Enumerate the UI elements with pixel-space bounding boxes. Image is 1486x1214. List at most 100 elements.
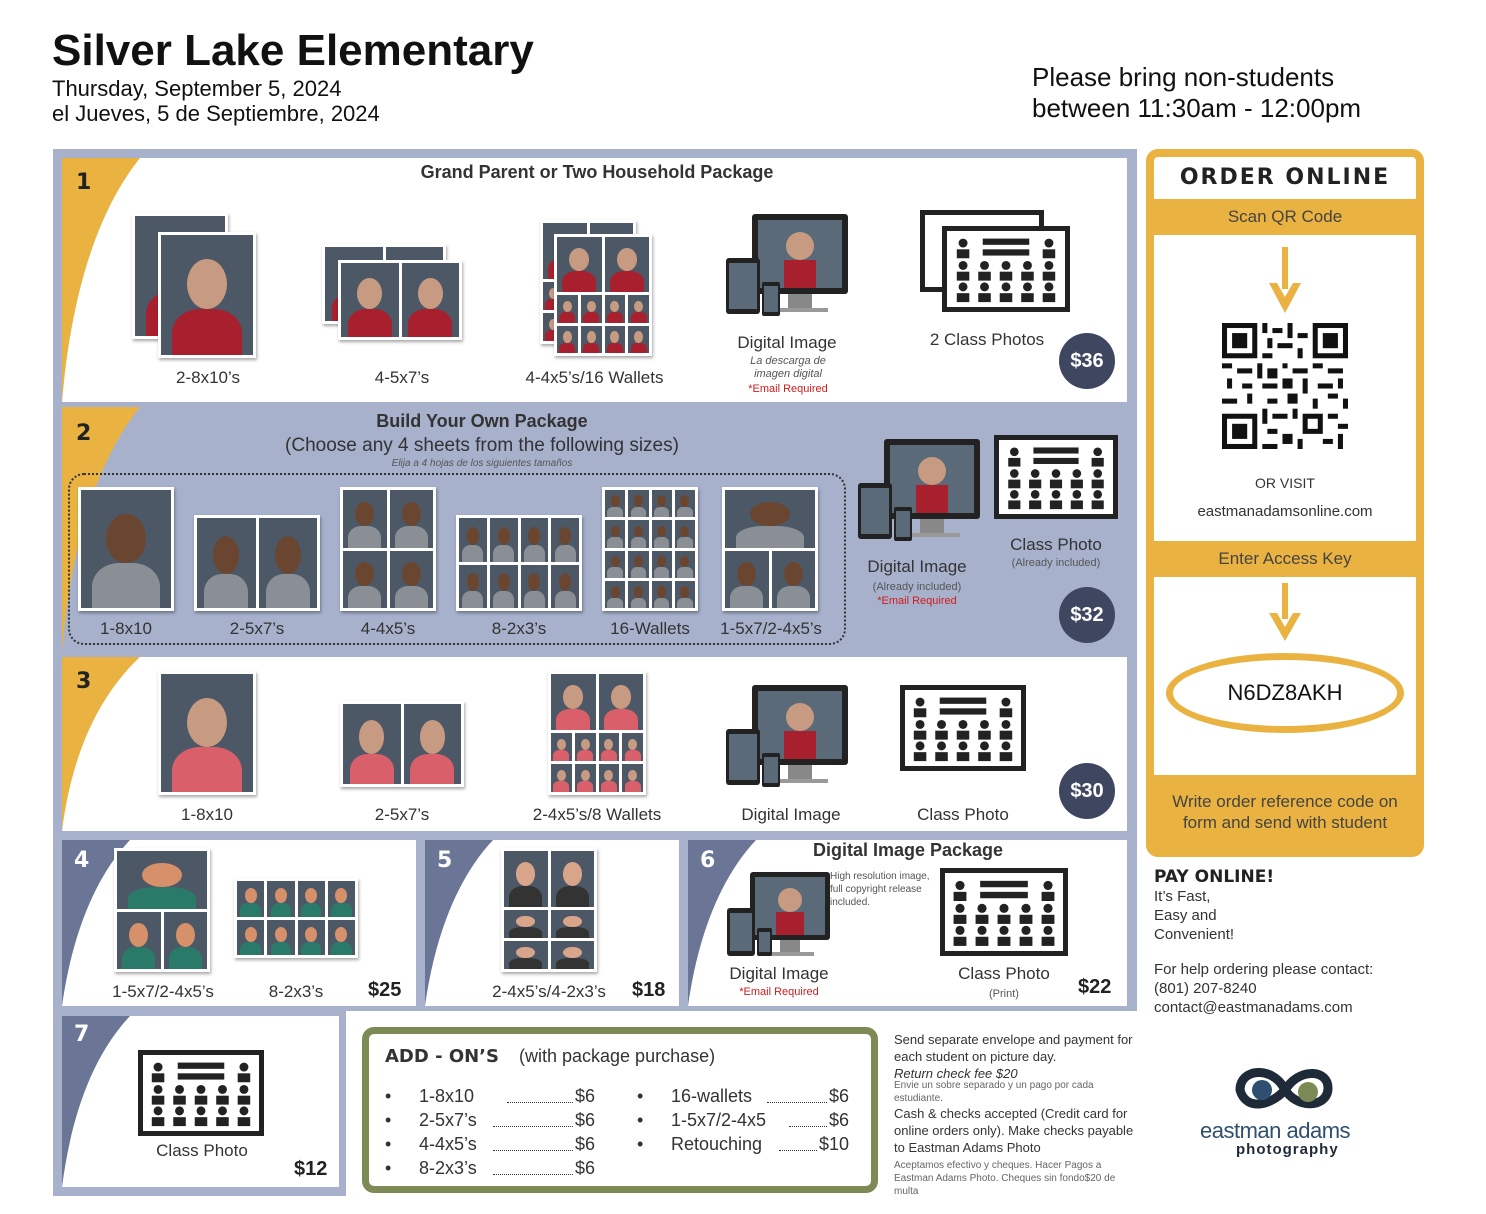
class-included-note: (Already included) <box>1011 557 1101 569</box>
digital-included-note: (Already included) <box>872 581 962 593</box>
photo-5x7-4x5 <box>114 848 210 972</box>
eastman-adams-logo-icon <box>1235 1068 1333 1109</box>
item-caption: Digital Image <box>741 805 841 824</box>
date-english: Thursday, September 5, 2024 <box>52 76 342 101</box>
package-title: Digital Image Package <box>812 840 1004 860</box>
notice-line-2: between 11:30am - 12:00pm <box>1032 93 1362 123</box>
sheet-2x3-photo[interactable] <box>456 515 582 611</box>
sheet-8x10-photo[interactable] <box>78 487 174 611</box>
package-title: Grand Parent or Two Household Package <box>420 162 774 182</box>
addons-box: ADD - ON’S (with package purchase) • 1-8… <box>362 1027 878 1193</box>
help-phone[interactable]: (801) 207-8240 <box>1154 980 1257 997</box>
photo-2x3 <box>234 878 358 958</box>
slate-corner-decoration <box>425 840 493 1006</box>
dot-leader <box>493 1150 573 1151</box>
digital-devices-icon <box>858 439 980 541</box>
digital-caption: Digital Image <box>867 557 967 576</box>
package-title: Build Your Own Package <box>376 411 588 431</box>
package-5[interactable]: 5 2-4x5’s/4-2x3’s $18 <box>425 840 679 1006</box>
package-1[interactable]: 1 Grand Parent or Two Household Package … <box>62 158 1127 402</box>
package-number: 6 <box>700 848 716 873</box>
sheet-5x7-4x5-photo[interactable] <box>722 487 818 611</box>
item-caption: 4-5x7’s <box>374 368 430 387</box>
digital-subtitle: La descarga de imagen digital <box>750 355 826 380</box>
package-number: 4 <box>74 848 90 873</box>
class-photo-icon <box>994 435 1118 519</box>
dot-leader <box>767 1102 827 1103</box>
class-photo-icon <box>900 685 1026 771</box>
bullet: • <box>637 1134 644 1154</box>
bullet: • <box>385 1110 392 1130</box>
package-4[interactable]: 4 1-5x7/2-4x5’s 8-2x3’s $25 <box>62 840 416 1006</box>
addon-item: 8-2x3’s <box>419 1158 477 1178</box>
email-required-note: *Email Required <box>739 986 819 998</box>
pay-line-2: Easy and <box>1154 907 1217 924</box>
package-6[interactable]: 6 Digital Image Package High resolution … <box>688 840 1127 1006</box>
down-arrow-icon <box>1269 247 1301 313</box>
sheet-caption: 2-5x7’s <box>229 619 285 638</box>
notice-line-1: Please bring non-students <box>1032 62 1335 92</box>
sheet-caption: 1-8x10 <box>100 619 152 638</box>
package-7[interactable]: 7 Class Photo $12 <box>62 1016 339 1187</box>
sheet-caption: 4-4x5’s <box>360 619 416 638</box>
digital-devices-icon <box>727 872 830 956</box>
price-badge: $32 <box>1059 587 1115 643</box>
addon-item: 16-wallets <box>671 1086 753 1106</box>
item-caption: Digital Image <box>737 333 837 352</box>
item-caption: 1-5x7/2-4x5’s <box>112 982 214 1001</box>
dot-leader <box>789 1126 827 1127</box>
price-badge: $30 <box>1059 763 1115 819</box>
photo-8x10 <box>158 671 256 795</box>
item-caption: 2-4x5’s/8 Wallets <box>532 805 662 824</box>
item-caption: Class Photo <box>917 805 1009 824</box>
sheet-5x7-photo[interactable] <box>194 515 320 611</box>
write-reference-note: Write order reference code on form and s… <box>1154 775 1416 849</box>
class-photo-icon <box>138 1050 264 1136</box>
item-caption: Class Photo <box>156 1141 248 1160</box>
addon-price: $6 <box>575 1086 596 1106</box>
package-number: 2 <box>76 421 92 446</box>
slate-corner-decoration <box>62 1016 130 1187</box>
price-label: $18 <box>632 979 666 1001</box>
or-visit-label: OR VISIT <box>1255 475 1315 491</box>
access-key-code[interactable]: N6DZ8AKH <box>1166 653 1404 733</box>
sheet-caption: 1-5x7/2-4x5’s <box>720 619 822 638</box>
photo-4x5-wallets <box>548 671 646 795</box>
addon-price: $6 <box>829 1086 850 1106</box>
bullet: • <box>637 1110 644 1130</box>
dot-leader <box>507 1102 573 1103</box>
bullet: • <box>385 1134 392 1154</box>
package-3[interactable]: 3 1-8x10 2-5x7’s 2-4x5’s/8 Wallets Digit… <box>62 657 1127 831</box>
item-caption: 2-5x7’s <box>374 805 430 824</box>
pay-line-3: Convenient! <box>1154 926 1235 943</box>
sheet-caption: 16-Wallets <box>610 619 690 638</box>
photo-4x5-wallets-front <box>554 234 652 356</box>
addon-item: 4-4x5’s <box>419 1134 477 1154</box>
addon-price: $6 <box>575 1158 596 1178</box>
sheet-wallets-photo[interactable] <box>602 487 698 611</box>
send-envelope-note: Send separate envelope and payment for e… <box>894 1032 1133 1064</box>
date-spanish: el Jueves, 5 de Septiembre, 2024 <box>52 101 380 126</box>
email-required-note: *Email Required <box>877 595 957 607</box>
logo-tagline: photography <box>1236 1141 1339 1158</box>
order-website-link[interactable]: eastmanadamsonline.com <box>1197 503 1373 520</box>
digital-devices-icon <box>726 685 848 787</box>
access-key-band: Enter Access Key <box>1154 541 1416 577</box>
help-email[interactable]: contact@eastmanadams.com <box>1154 999 1353 1016</box>
package-2[interactable]: 2 Build Your Own Package (Choose any 4 s… <box>62 407 1127 653</box>
package-subtitle: (Choose any 4 sheets from the following … <box>285 435 679 456</box>
price-label: $12 <box>294 1158 328 1180</box>
photo-5x7 <box>340 701 464 787</box>
order-online-title: ORDER ONLINE <box>1179 165 1391 190</box>
item-caption: 2-8x10’s <box>176 368 240 387</box>
slate-corner-decoration <box>688 840 756 1006</box>
qr-code-icon[interactable] <box>1222 323 1348 449</box>
package-number: 1 <box>76 170 92 195</box>
digital-package-note: High resolution image, full copyright re… <box>830 871 930 908</box>
item-caption: 8-2x3’s <box>268 982 324 1001</box>
price-label: $25 <box>368 979 402 1001</box>
addon-item: 2-5x7’s <box>419 1110 477 1130</box>
price-badge: $36 <box>1059 333 1115 389</box>
sheet-4x5-photo[interactable] <box>340 487 436 611</box>
addon-price: $6 <box>575 1110 596 1130</box>
